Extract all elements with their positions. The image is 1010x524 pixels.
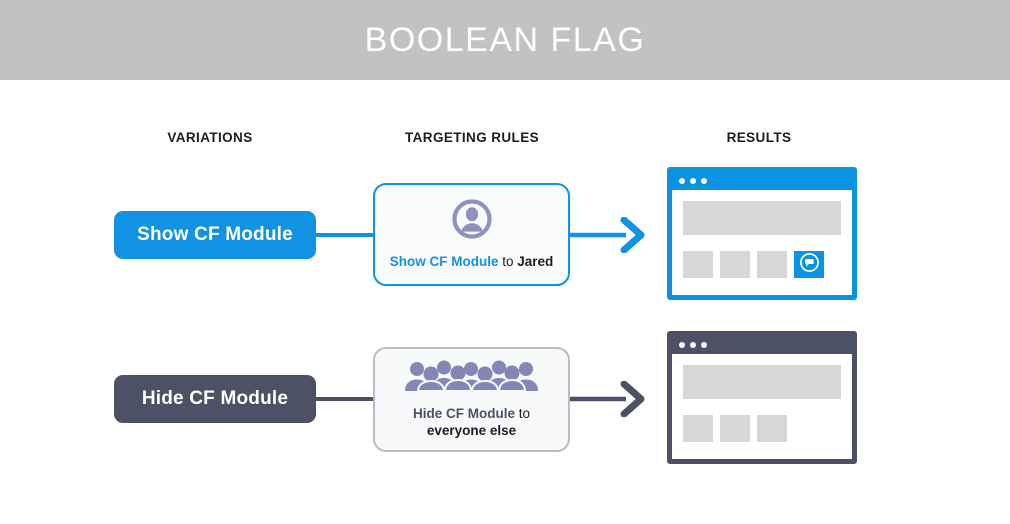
content-hero-block xyxy=(683,201,841,235)
targeting-rule-text-hide: Hide CF Module to everyone else xyxy=(413,405,530,439)
window-dot-icon xyxy=(679,342,685,348)
column-heading-results: RESULTS xyxy=(726,130,792,145)
content-hero-block xyxy=(683,365,841,399)
column-heading-variations: VARIATIONS xyxy=(167,130,253,145)
targeting-rule-card-show[interactable]: Show CF Module to Jared xyxy=(373,183,570,286)
content-tile xyxy=(757,251,787,278)
cf-module-tile[interactable] xyxy=(794,251,824,278)
connector-line-hide xyxy=(314,397,374,401)
rule-target-hide: everyone else xyxy=(426,423,517,438)
column-heading-targeting-rules: TARGETING RULES xyxy=(405,130,539,145)
browser-titlebar xyxy=(672,336,852,354)
flow-arrow-show xyxy=(570,216,652,254)
targeting-rule-card-hide[interactable]: Hide CF Module to everyone else xyxy=(373,347,570,452)
rule-name-show: Show CF Module xyxy=(389,254,499,269)
result-browser-hide xyxy=(667,331,857,464)
page-title: BOOLEAN FLAG xyxy=(364,20,646,59)
browser-content xyxy=(672,354,852,459)
content-tile xyxy=(720,251,750,278)
window-dot-icon xyxy=(701,178,707,184)
rule-connector-hide: to xyxy=(514,406,530,421)
variation-pill-hide[interactable]: Hide CF Module xyxy=(114,375,316,423)
rule-connector-show: to xyxy=(498,254,518,269)
result-browser-show xyxy=(667,167,857,300)
page-header: BOOLEAN FLAG xyxy=(0,0,1010,80)
flag-row-hide: Hide CF Module xyxy=(0,329,1010,464)
browser-content xyxy=(672,190,852,295)
variation-pill-label: Show CF Module xyxy=(137,224,293,245)
browser-titlebar xyxy=(672,172,852,190)
variation-pill-label: Hide CF Module xyxy=(141,388,289,409)
window-dot-icon xyxy=(690,342,696,348)
rule-target-show: Jared xyxy=(517,254,554,269)
content-tile-row xyxy=(683,415,841,442)
window-dot-icon xyxy=(701,342,707,348)
rule-name-hide: Hide CF Module xyxy=(412,406,515,421)
crowd-of-people-icon xyxy=(404,360,540,397)
content-tile-row xyxy=(683,251,841,278)
content-tile xyxy=(683,415,713,442)
variation-pill-show[interactable]: Show CF Module xyxy=(114,211,316,259)
flow-arrow-hide xyxy=(570,380,652,418)
content-tile xyxy=(683,251,713,278)
window-dot-icon xyxy=(690,178,696,184)
content-tile xyxy=(757,415,787,442)
content-tile xyxy=(720,415,750,442)
chat-bubble-icon xyxy=(799,252,820,278)
targeting-rule-text-show: Show CF Module to Jared xyxy=(390,253,554,270)
flag-row-show: Show CF Module Show CF Module to Jared xyxy=(0,165,1010,300)
connector-line-show xyxy=(314,233,374,237)
single-user-icon xyxy=(451,199,492,244)
window-dot-icon xyxy=(679,178,685,184)
